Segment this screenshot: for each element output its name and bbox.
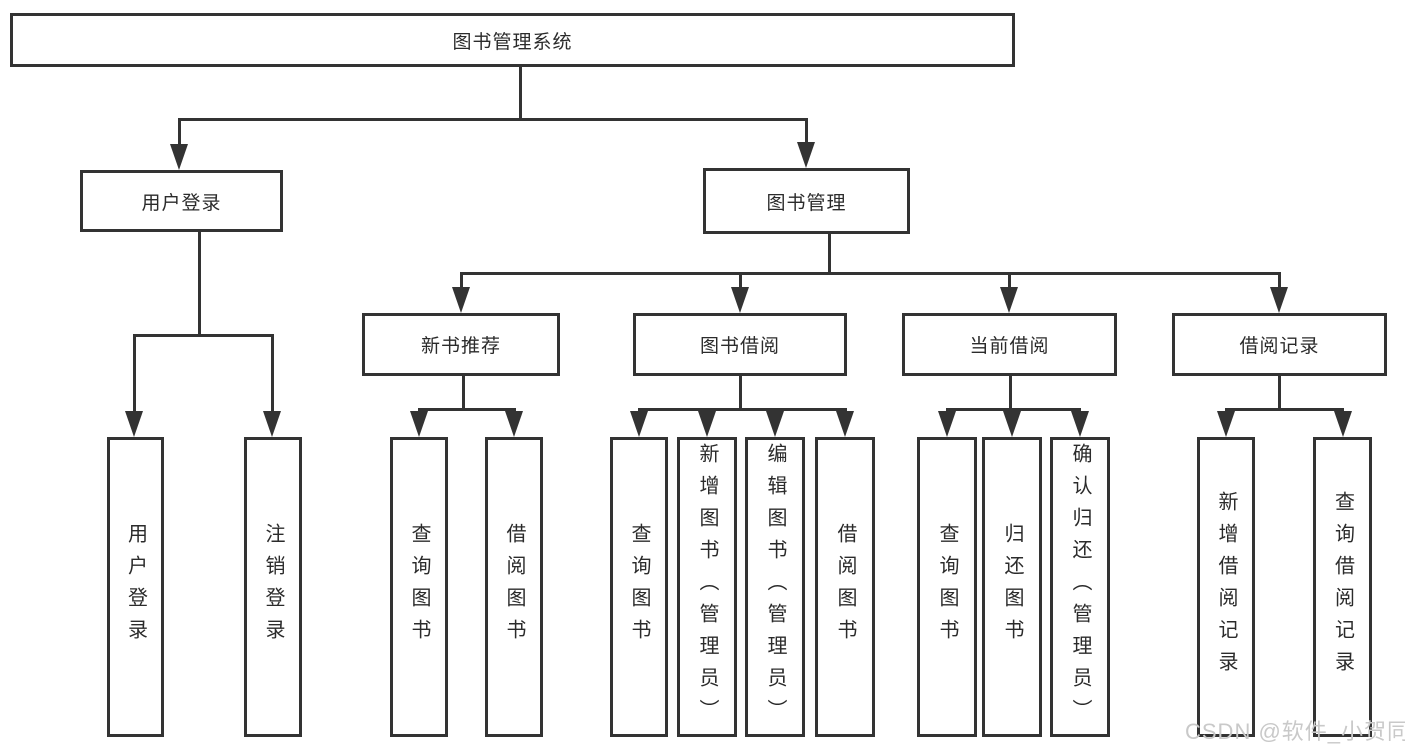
leaf-label: 确认归还（管理员） — [1069, 443, 1091, 731]
leaf-add-borrow-record: 新增借阅记录 — [1197, 437, 1255, 737]
arrowhead — [731, 287, 749, 313]
leaf-label: 查询图书 — [628, 523, 650, 651]
connector-vline — [271, 334, 274, 413]
arrowhead — [836, 411, 854, 437]
leaf-label: 注销登录 — [262, 523, 284, 651]
arrowhead — [1334, 411, 1352, 437]
csdn-watermark: CSDN @软件_小贺同学 — [1185, 719, 1405, 744]
connector-vline — [133, 334, 136, 413]
node-label: 图书管理系统 — [452, 31, 573, 53]
connector-vline — [739, 272, 742, 289]
leaf-label: 用户登录 — [124, 523, 147, 651]
connector-vline — [460, 272, 463, 289]
node-library-management-system: 图书管理系统 — [10, 13, 1015, 67]
arrowhead — [410, 411, 428, 437]
arrowhead — [1000, 287, 1018, 313]
node-borrowing-records: 借阅记录 — [1172, 313, 1387, 376]
connector-vline — [1278, 376, 1281, 410]
node-label: 借阅记录 — [1239, 336, 1320, 357]
arrowhead — [797, 142, 815, 168]
node-new-book-recommendation: 新书推荐 — [362, 313, 560, 376]
arrowhead — [452, 287, 470, 313]
arrowhead — [263, 411, 281, 437]
leaf-query-books-current: 查询图书 — [917, 437, 977, 737]
leaf-label: 新增借阅记录 — [1215, 491, 1237, 683]
connector-vline — [519, 67, 522, 120]
leaf-return-books: 归还图书 — [982, 437, 1042, 737]
arrowhead — [125, 411, 143, 437]
leaf-query-books-borrowing: 查询图书 — [610, 437, 668, 737]
leaf-edit-book-admin: 编辑图书（管理员） — [745, 437, 805, 737]
connector-vline — [198, 232, 201, 336]
node-label: 新书推荐 — [420, 336, 501, 357]
leaf-label: 查询借阅记录 — [1331, 491, 1354, 683]
connector-vline — [462, 376, 465, 410]
leaf-label: 借阅图书 — [503, 523, 525, 651]
arrowhead — [505, 411, 523, 437]
arrowhead — [630, 411, 648, 437]
leaf-label: 新增图书（管理员） — [696, 443, 718, 731]
leaf-logout: 注销登录 — [244, 437, 302, 737]
connector-vline — [1278, 272, 1281, 289]
connector-vline — [739, 376, 742, 410]
connector-hline — [418, 408, 516, 411]
arrowhead — [938, 411, 956, 437]
leaf-label: 查询图书 — [936, 523, 958, 651]
connector-vline — [1009, 376, 1012, 410]
connector-hline — [638, 408, 847, 411]
connector-hline — [178, 118, 808, 121]
connector-vline — [178, 118, 181, 146]
leaf-user-login: 用户登录 — [107, 437, 164, 737]
connector-vline — [805, 118, 808, 144]
leaf-borrow-books-borrowing: 借阅图书 — [815, 437, 875, 737]
connector-vline — [828, 234, 831, 274]
leaf-query-borrow-record: 查询借阅记录 — [1313, 437, 1372, 737]
arrowhead — [1270, 287, 1288, 313]
arrowhead — [698, 411, 716, 437]
leaf-borrow-books-recommend: 借阅图书 — [485, 437, 543, 737]
leaf-label: 归还图书 — [1001, 523, 1023, 651]
node-book-borrowing: 图书借阅 — [633, 313, 847, 376]
connector-vline — [1008, 272, 1011, 289]
arrowhead — [766, 411, 784, 437]
arrowhead — [1071, 411, 1089, 437]
node-book-management: 图书管理 — [703, 168, 910, 234]
node-label: 用户登录 — [141, 192, 222, 214]
connector-hline — [1225, 408, 1344, 411]
node-label: 图书借阅 — [699, 336, 780, 357]
node-label: 图书管理 — [766, 192, 847, 214]
arrowhead — [170, 144, 188, 170]
leaf-label: 借阅图书 — [834, 523, 856, 651]
connector-hline — [946, 408, 1081, 411]
node-label: 当前借阅 — [969, 336, 1050, 357]
leaf-add-book-admin: 新增图书（管理员） — [677, 437, 737, 737]
node-current-borrowing: 当前借阅 — [902, 313, 1117, 376]
leaf-label: 查询图书 — [408, 523, 430, 651]
connector-hline — [133, 334, 274, 337]
leaf-confirm-return-admin: 确认归还（管理员） — [1050, 437, 1110, 737]
arrowhead — [1217, 411, 1235, 437]
connector-hline — [460, 272, 1280, 275]
leaf-query-books-recommend: 查询图书 — [390, 437, 448, 737]
node-user-login: 用户登录 — [80, 170, 283, 232]
leaf-label: 编辑图书（管理员） — [764, 443, 786, 731]
arrowhead — [1003, 411, 1021, 437]
